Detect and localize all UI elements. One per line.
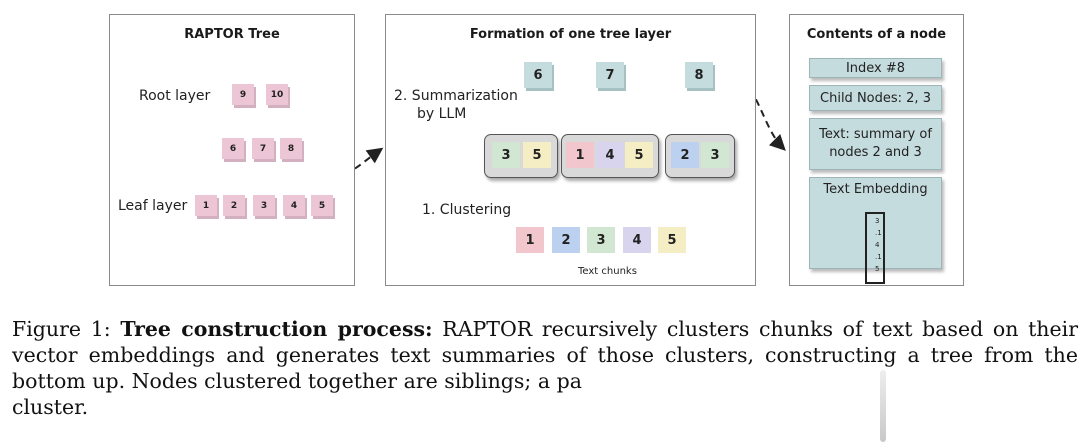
- tree-node: 4: [283, 195, 305, 216]
- cluster-group: 3 5: [484, 134, 558, 178]
- overlay-bar: [880, 370, 886, 442]
- embedding-value: .1: [875, 253, 882, 261]
- cluster-node: 5: [625, 142, 653, 168]
- node-index: Index #8: [809, 58, 942, 78]
- caption-bold: Tree construction process:: [120, 317, 433, 341]
- clustering-label: 1. Clustering: [422, 202, 512, 218]
- cluster-group: 1 4 5: [561, 134, 659, 178]
- tree-node: 1: [195, 195, 217, 216]
- node-contents-panel: Contents of a node Index #8 Child Nodes:…: [789, 14, 964, 286]
- text-chunk: 1: [516, 227, 544, 253]
- tree-node: 5: [311, 195, 333, 216]
- cluster-node: 4: [596, 142, 624, 168]
- figure-caption: Figure 1: Tree construction process: RAP…: [12, 316, 1078, 420]
- node-text-line: Text: summary of: [819, 127, 932, 142]
- leaf-layer-label: Leaf layer: [118, 198, 188, 214]
- text-chunks-label: Text chunks: [578, 266, 637, 277]
- embedding-value: 4: [875, 241, 880, 249]
- node-text-line: nodes 2 and 3: [829, 145, 922, 160]
- cluster-node: 3: [701, 142, 729, 168]
- cluster-node: 3: [492, 142, 520, 168]
- tree-node: 10: [266, 84, 288, 105]
- summary-node: 6: [524, 62, 552, 88]
- embedding-vector: 3 .1 4 .1 5: [865, 212, 885, 284]
- caption-last-line: cluster.: [12, 395, 89, 419]
- cluster-group: 2 3: [665, 134, 735, 178]
- summary-node: 7: [596, 62, 624, 88]
- root-layer-label: Root layer: [139, 88, 211, 104]
- caption-prefix: Figure 1:: [12, 317, 121, 341]
- tree-node: 2: [223, 195, 245, 216]
- embedding-label: Text Embedding: [823, 182, 928, 197]
- node-embedding: Text Embedding 3 .1 4 .1 5: [809, 177, 942, 284]
- tree-node: 8: [280, 138, 302, 159]
- panel-title: Contents of a node: [806, 27, 947, 42]
- tree-node: 6: [222, 138, 244, 159]
- tree-node: 3: [253, 195, 275, 216]
- cluster-node: 1: [566, 142, 594, 168]
- node-text: Text: summary of nodes 2 and 3: [809, 118, 942, 170]
- embedding-value: .1: [875, 229, 882, 237]
- cluster-node: 5: [523, 142, 551, 168]
- summarization-label-2: by LLM: [417, 106, 467, 122]
- text-chunk: 4: [623, 227, 651, 253]
- text-chunk: 5: [658, 227, 686, 253]
- tree-node: 7: [252, 138, 274, 159]
- panel-title: RAPTOR Tree: [184, 27, 280, 42]
- text-chunk: 2: [552, 227, 580, 253]
- panel-title: Formation of one tree layer: [469, 27, 672, 42]
- embedding-value: 3: [875, 217, 880, 225]
- node-child-nodes: Child Nodes: 2, 3: [809, 85, 942, 111]
- caption-body: RAPTOR recursively clusters chunks of te…: [12, 317, 1078, 393]
- cluster-node: 2: [671, 142, 699, 168]
- overlay-fade: [592, 372, 828, 442]
- embedding-value: 5: [875, 265, 880, 273]
- summary-node: 8: [685, 62, 713, 88]
- tree-node: 9: [232, 84, 254, 105]
- text-chunk: 3: [587, 227, 615, 253]
- summarization-label: 2. Summarization: [394, 88, 518, 104]
